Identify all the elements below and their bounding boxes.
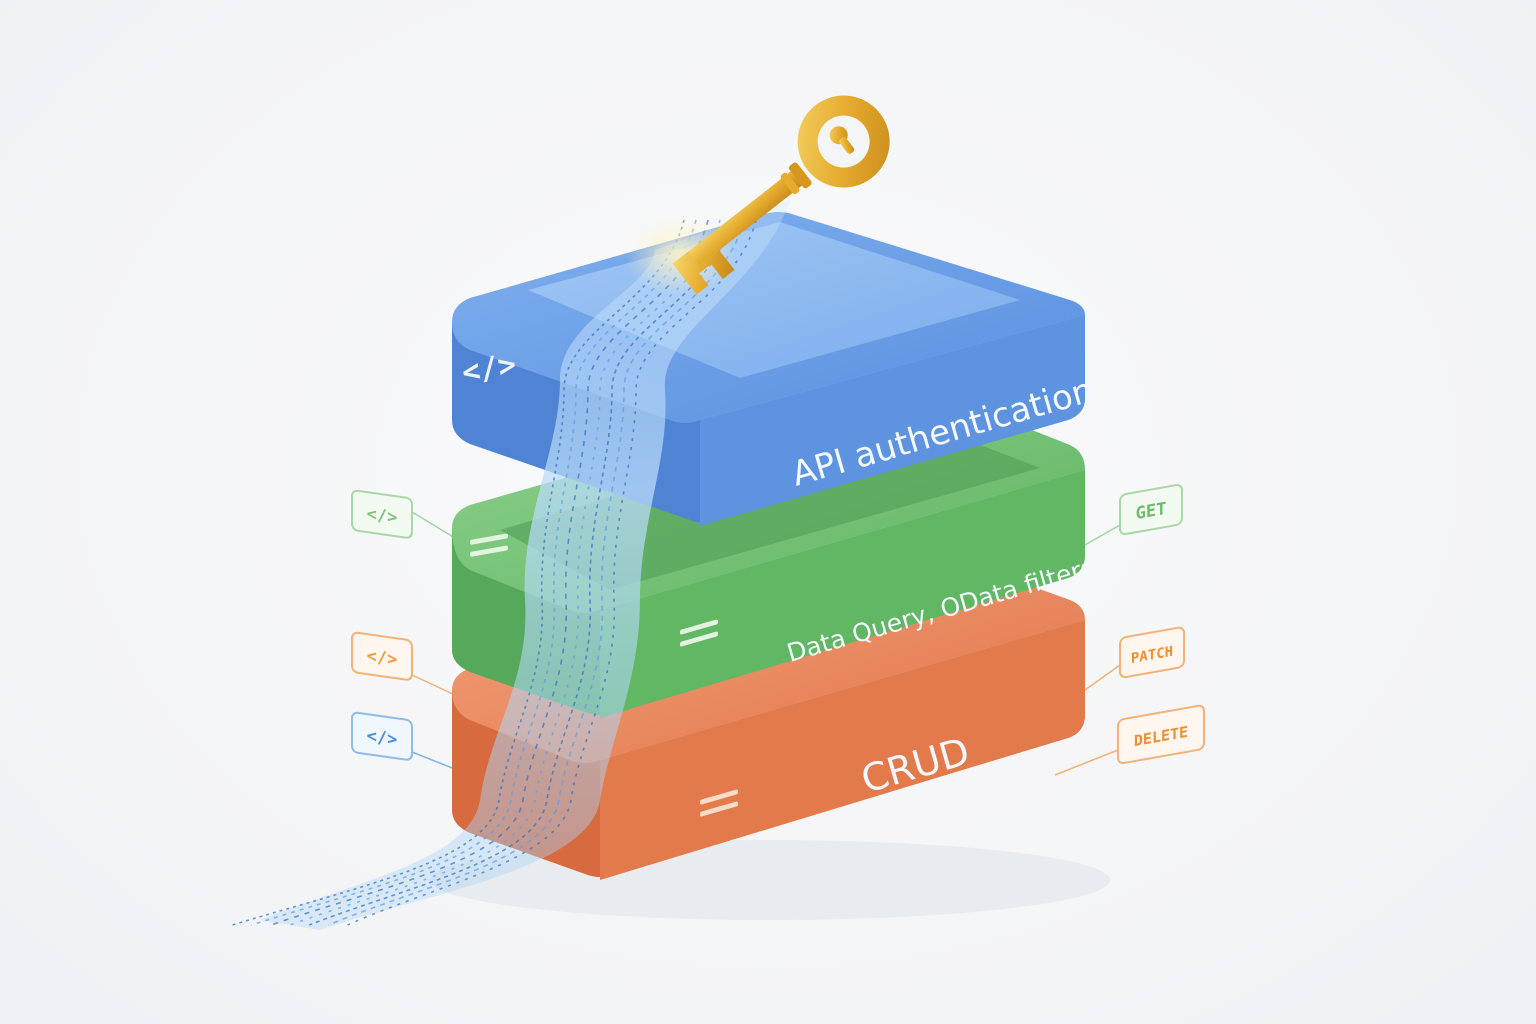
key-shaft	[675, 168, 807, 275]
data-stream-lines	[232, 219, 757, 926]
left-tag-3-code-icon: </>	[367, 726, 398, 750]
layer-api-front	[700, 315, 1085, 526]
key-bow-inner-stem	[839, 137, 855, 154]
connector-right-middle	[1084, 664, 1121, 691]
right-tag-get: GET	[1119, 484, 1183, 536]
data-stream-line	[289, 219, 721, 926]
key-collar	[788, 162, 812, 189]
data-stream-ribbon	[260, 200, 790, 930]
layer-crud-menu-icon	[700, 789, 738, 817]
left-tag-2: </>	[351, 631, 413, 681]
right-tag-patch: PATCH	[1119, 626, 1185, 679]
key-collar-2	[780, 172, 800, 195]
right-tag-patch-label: PATCH	[1131, 644, 1173, 667]
connector-left-top	[411, 511, 456, 539]
data-stream-line	[308, 219, 733, 926]
left-tag-1-box	[351, 489, 413, 539]
layer-data-query-menu-icon	[680, 619, 718, 647]
key-icon	[625, 95, 890, 295]
data-stream-line	[251, 219, 697, 926]
key-glow	[625, 215, 735, 295]
connector-left-middle	[411, 674, 456, 696]
right-tag-get-box	[1119, 484, 1183, 536]
left-tag-2-code-icon: </>	[367, 646, 398, 670]
connector-right-bottom	[1054, 749, 1119, 776]
connector-right-top	[1084, 524, 1121, 546]
right-tag-delete-box	[1117, 704, 1205, 765]
right-tag-delete: DELETE	[1117, 704, 1205, 765]
data-stream-line	[347, 219, 757, 926]
right-tags: GET PATCH DELETE	[1117, 484, 1205, 765]
left-tag-2-box	[351, 631, 413, 681]
data-stream-line	[270, 219, 709, 926]
left-tag-1: </>	[351, 489, 413, 539]
left-tag-3: </>	[351, 711, 413, 761]
layer-crud-front	[600, 620, 1085, 880]
key-bit	[672, 250, 735, 295]
left-tag-1-code-icon: </>	[367, 504, 398, 528]
left-tags: </> </> </>	[351, 489, 413, 761]
data-stream-line	[328, 219, 745, 926]
left-tag-3-box	[351, 711, 413, 761]
right-tag-patch-box	[1119, 626, 1185, 679]
layer-data-query-menu-icon-left	[470, 533, 508, 557]
data-stream	[232, 200, 790, 930]
layer-data-query-front	[600, 470, 1085, 718]
